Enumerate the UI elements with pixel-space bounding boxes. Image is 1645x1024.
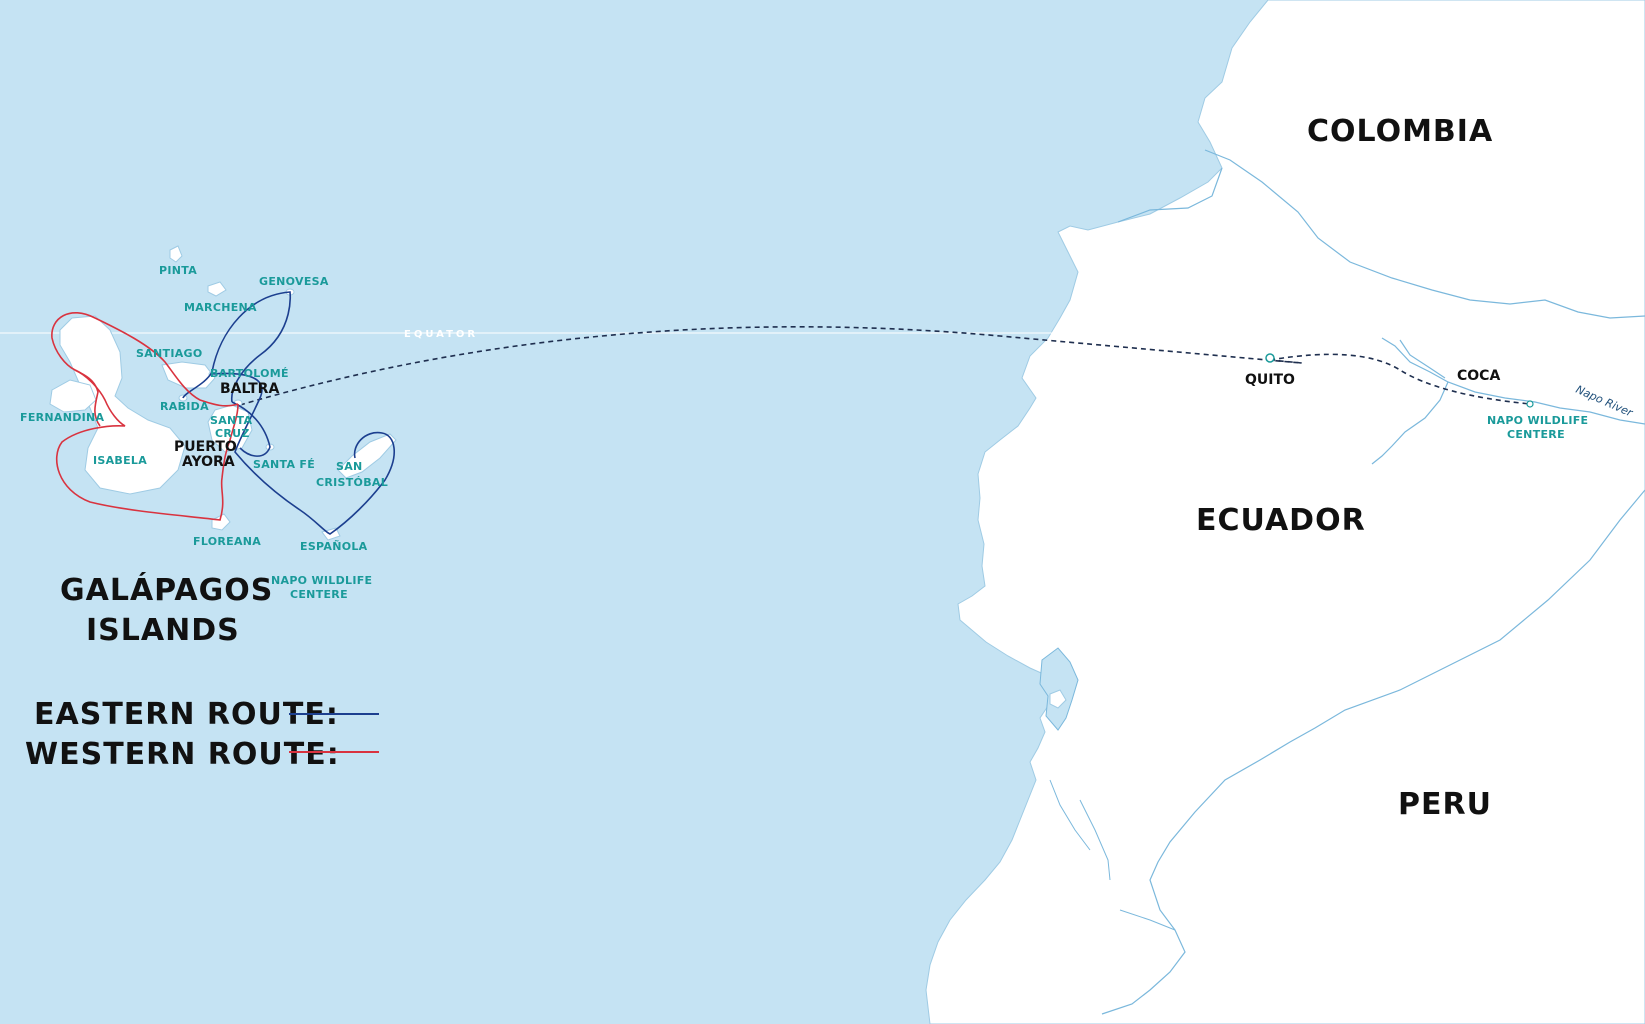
label-colombia: COLOMBIA <box>1307 114 1493 149</box>
label-santa-cruz-1: SANTA <box>210 414 252 427</box>
flight-route-galapagos-quito <box>239 326 1303 406</box>
label-marchena: MARCHENA <box>184 301 257 314</box>
island-puna <box>1049 689 1067 709</box>
label-isabela: ISABELA <box>93 454 147 467</box>
label-napo-galapagos-2: CENTERE <box>290 588 348 601</box>
napo-marker <box>1526 400 1534 408</box>
label-pinta: PINTA <box>159 264 197 277</box>
label-san-cristobal-1: SAN <box>336 460 363 473</box>
legend-western-label: WESTERN ROUTE: <box>25 737 340 772</box>
label-santa-cruz-2: CRUZ <box>215 427 250 440</box>
island-pinta <box>169 245 183 263</box>
border-colombia-ecuador <box>1117 149 1645 319</box>
western-route-path-2 <box>74 369 101 427</box>
label-santa-fe: SANTA FÉ <box>253 458 315 471</box>
label-coca: COCA <box>1457 368 1500 384</box>
label-ecuador: ECUADOR <box>1196 503 1366 538</box>
island-marchena <box>207 281 227 297</box>
galapagos-islands <box>49 245 397 541</box>
label-napo-galapagos-1: NAPO WILDLIFE <box>271 574 372 587</box>
label-bartolome: BARTOLOMÉ <box>210 367 289 380</box>
label-san-cristobal-2: CRISTÓBAL <box>316 476 388 489</box>
flight-route-quito-coca <box>1269 353 1531 405</box>
label-santiago: SANTIAGO <box>136 347 203 360</box>
label-rabida: RABIDA <box>160 400 209 413</box>
label-fernandina: FERNANDINA <box>20 411 105 424</box>
island-santiago <box>161 361 216 389</box>
quito-marker <box>1265 353 1275 363</box>
river-napo-tributary <box>1371 381 1449 465</box>
river-south <box>1049 779 1176 931</box>
river-coca <box>1399 339 1446 379</box>
western-route-path <box>51 312 239 521</box>
island-fernandina <box>49 379 97 413</box>
label-floreana: FLOREANA <box>193 535 261 548</box>
label-peru: PERU <box>1398 787 1492 822</box>
label-napo-mainland-2: CENTERE <box>1507 428 1565 441</box>
title-galapagos-line2: ISLANDS <box>86 613 240 648</box>
island-san-cristobal <box>337 433 397 479</box>
mainland-land <box>925 0 1645 1024</box>
eastern-route-path <box>182 291 395 535</box>
label-genovesa: GENOVESA <box>259 275 329 288</box>
label-espanola: ESPAÑOLA <box>300 540 368 553</box>
gulf-of-guayaquil <box>1039 647 1079 731</box>
label-baltra: BALTRA <box>220 381 279 397</box>
label-napo-mainland-1: NAPO WILDLIFE <box>1487 414 1588 427</box>
label-puerto-ayora-2: AYORA <box>182 454 235 470</box>
equator-label: EQUATOR <box>404 329 478 340</box>
title-galapagos-line1: GALÁPAGOS <box>60 572 273 608</box>
legend: EASTERN ROUTE: WESTERN ROUTE: <box>25 697 379 772</box>
label-quito: QUITO <box>1245 372 1295 388</box>
label-puerto-ayora-1: PUERTO <box>174 439 237 455</box>
border-ecuador-peru <box>1101 489 1645 1015</box>
legend-eastern-label: EASTERN ROUTE: <box>34 697 339 732</box>
river-napo <box>1381 337 1645 425</box>
